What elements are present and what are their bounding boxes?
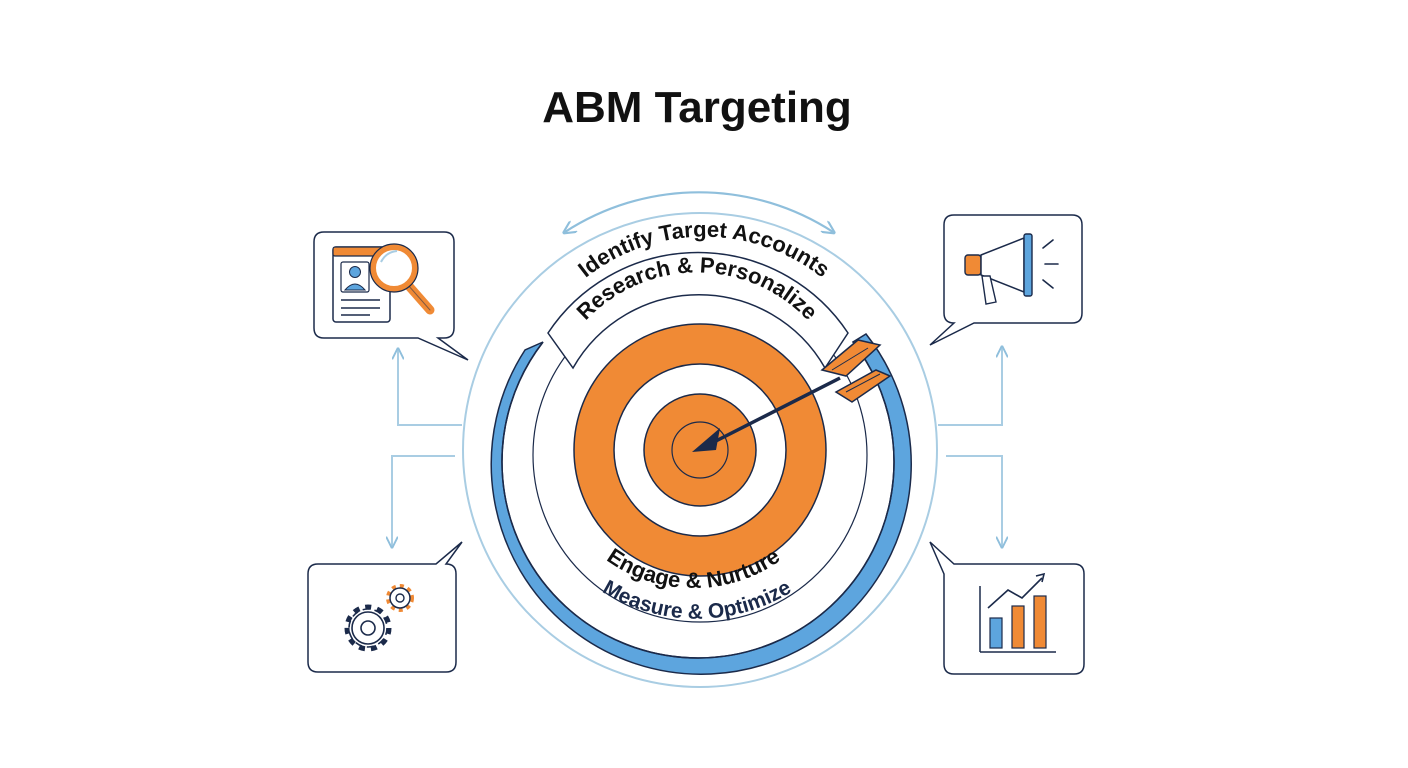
- megaphone-icon: [964, 233, 1059, 305]
- cycle-arrow: [565, 191, 833, 232]
- dart-icon: [692, 339, 892, 452]
- growth-chart-icon: [979, 572, 1056, 653]
- box-bottom-right: [929, 541, 1085, 675]
- right-connectors: [938, 348, 1002, 546]
- profile-search-icon: [332, 243, 435, 323]
- left-connectors: [392, 350, 462, 546]
- page-title: ABM Targeting: [542, 83, 852, 132]
- box-top-right: [929, 214, 1083, 346]
- gears-icon: [344, 584, 414, 652]
- outer-light-ring: [462, 212, 938, 688]
- box-bottom-left: [307, 541, 463, 673]
- box-top-left: [313, 231, 469, 361]
- research-band: [547, 251, 849, 370]
